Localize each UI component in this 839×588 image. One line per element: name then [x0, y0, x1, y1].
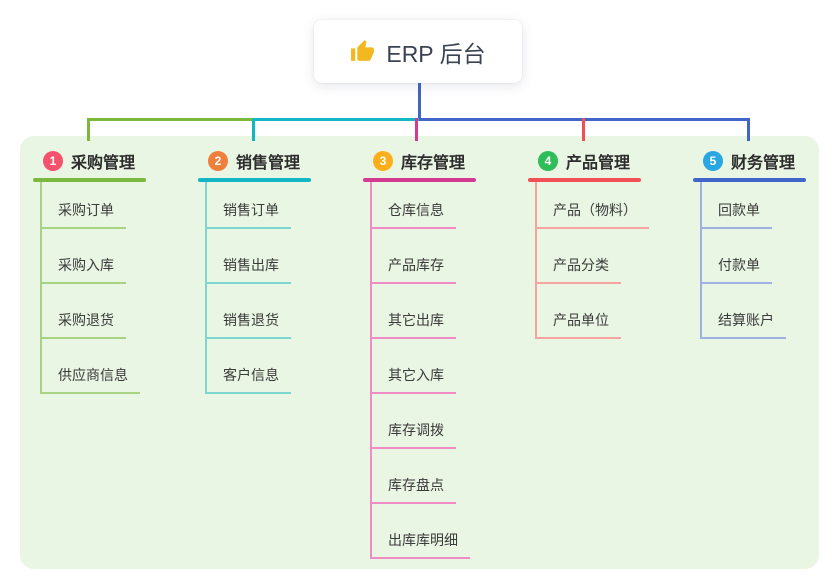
branch-underline	[693, 178, 806, 182]
branch-node[interactable]: 3 库存管理	[363, 148, 476, 174]
branch-node[interactable]: 1 采购管理	[33, 148, 146, 174]
root-connector-stub	[418, 80, 421, 118]
child-node[interactable]: 其它出库	[372, 284, 456, 339]
child-node[interactable]: 采购订单	[42, 182, 126, 229]
branch-children: 销售订单 销售出库 销售退货 客户信息	[205, 182, 311, 394]
branch-underline	[33, 178, 146, 182]
thumbs-up-icon	[350, 39, 375, 64]
branch-inventory: 3 库存管理 仓库信息 产品库存 其它出库 其它入库 库存调拨 库存盘点 出库库…	[363, 148, 476, 559]
connector-drop-branch3	[415, 118, 418, 141]
child-node[interactable]: 供应商信息	[42, 339, 140, 394]
branch-label: 财务管理	[731, 155, 796, 172]
branch-underline	[528, 178, 641, 182]
root-node[interactable]: ERP 后台	[314, 20, 522, 83]
root-title: ERP 后台	[386, 40, 486, 67]
child-node[interactable]: 库存调拨	[372, 394, 456, 449]
branch-children: 仓库信息 产品库存 其它出库 其它入库 库存调拨 库存盘点 出库库明细	[370, 182, 476, 559]
connector-drop-branch5	[747, 118, 750, 141]
child-node[interactable]: 采购入库	[42, 229, 126, 284]
branch-number-badge: 2	[208, 151, 228, 171]
branch-number-badge: 1	[43, 151, 63, 171]
branch-node[interactable]: 5 财务管理	[693, 148, 806, 174]
child-node[interactable]: 产品分类	[537, 229, 621, 284]
child-node[interactable]: 回款单	[702, 182, 772, 229]
branch-sales: 2 销售管理 销售订单 销售出库 销售退货 客户信息	[198, 148, 311, 394]
branch-label: 采购管理	[71, 155, 136, 172]
child-node[interactable]: 出库库明细	[372, 504, 470, 559]
branch-product: 4 产品管理 产品（物料） 产品分类 产品单位	[528, 148, 649, 339]
branch-label: 产品管理	[566, 155, 631, 172]
child-node[interactable]: 付款单	[702, 229, 772, 284]
branch-label: 库存管理	[401, 155, 466, 172]
child-node[interactable]: 仓库信息	[372, 182, 456, 229]
mindmap-panel	[20, 136, 819, 569]
branch-children: 回款单 付款单 结算账户	[700, 182, 806, 339]
branch-children: 产品（物料） 产品分类 产品单位	[535, 182, 649, 339]
connector-drop-branch4	[582, 118, 585, 141]
branch-node[interactable]: 4 产品管理	[528, 148, 649, 174]
child-node[interactable]: 客户信息	[207, 339, 291, 394]
child-node[interactable]: 产品（物料）	[537, 182, 649, 229]
branch-number-badge: 5	[703, 151, 723, 171]
branch-node[interactable]: 2 销售管理	[198, 148, 311, 174]
branch-number-badge: 4	[538, 151, 558, 171]
branch-finance: 5 财务管理 回款单 付款单 结算账户	[693, 148, 806, 339]
branch-purchase: 1 采购管理 采购订单 采购入库 采购退货 供应商信息	[33, 148, 146, 394]
child-node[interactable]: 结算账户	[702, 284, 786, 339]
connector-drop-branch2	[252, 118, 255, 141]
child-node[interactable]: 产品库存	[372, 229, 456, 284]
branch-children: 采购订单 采购入库 采购退货 供应商信息	[40, 182, 146, 394]
connector-branch1	[87, 118, 253, 121]
child-node[interactable]: 采购退货	[42, 284, 126, 339]
branch-label: 销售管理	[236, 155, 301, 172]
child-node[interactable]: 销售订单	[207, 182, 291, 229]
branch-underline	[198, 178, 311, 182]
connector-branch2	[253, 118, 419, 121]
child-node[interactable]: 库存盘点	[372, 449, 456, 504]
branch-number-badge: 3	[373, 151, 393, 171]
child-node[interactable]: 销售退货	[207, 284, 291, 339]
child-node[interactable]: 其它入库	[372, 339, 456, 394]
connector-drop-branch1	[87, 118, 90, 141]
branch-underline	[363, 178, 476, 182]
child-node[interactable]: 产品单位	[537, 284, 621, 339]
child-node[interactable]: 销售出库	[207, 229, 291, 284]
